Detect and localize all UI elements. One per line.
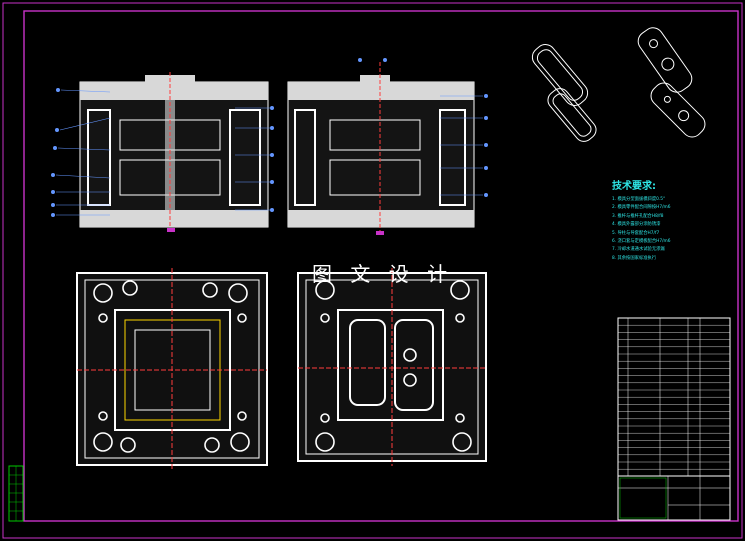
plan-view-left-holes — [93, 280, 250, 453]
leader-line-left — [57, 147, 111, 151]
plan-view-right — [297, 268, 487, 466]
leader-dot-right — [484, 193, 488, 197]
leader-dot-mid — [270, 106, 274, 110]
leader-dot-mid — [270, 153, 274, 157]
product-sketch — [531, 27, 706, 142]
leader-dot-left — [51, 190, 55, 194]
leader-dot-left — [53, 146, 57, 150]
leader-dot-mid — [270, 208, 274, 212]
note-line-2: 2. 模具零件配合间隙按H7/m6 — [612, 205, 671, 211]
leader-dot-left — [51, 203, 55, 207]
leader-dot-left — [56, 88, 60, 92]
leader-lines — [51, 58, 488, 217]
leader-line-left — [55, 174, 111, 179]
inner-border — [23, 10, 739, 522]
leader-dot-right — [484, 116, 488, 120]
leader-dot-top — [383, 58, 387, 62]
section-view-right — [287, 62, 475, 236]
plan-view-right-holes — [315, 280, 472, 452]
section-view-left — [79, 72, 269, 232]
note-line-6: 6. 浇口套与定模板配合H7/m6 — [612, 239, 671, 245]
plan-view-left — [76, 268, 268, 470]
note-line-8: 8. 其余按国家标准执行 — [612, 255, 657, 261]
leader-dot-top — [358, 58, 362, 62]
note-line-5: 5. 导柱与导套配合H7/f7 — [612, 230, 660, 236]
note-line-3: 3. 推杆与推杆孔配合H8/f8 — [612, 213, 664, 219]
note-line-4: 4. 模具外露部分涂防锈漆 — [612, 222, 661, 228]
revision-strip — [8, 465, 24, 522]
leader-line-left — [60, 89, 111, 93]
leader-dot-left — [55, 128, 59, 132]
leader-dot-mid — [270, 180, 274, 184]
leader-dot-right — [484, 143, 488, 147]
leader-dot-right — [484, 94, 488, 98]
note-line-1: 1. 模具分型面拔模斜度0.5° — [612, 197, 666, 202]
bom-rows — [618, 325, 730, 470]
leader-line-left — [59, 117, 111, 131]
leader-dot-mid — [270, 126, 274, 130]
title-block — [617, 475, 731, 521]
notes-title: 技术要求: — [612, 181, 656, 192]
technical-notes: 技术要求: 1. 模具分型面拔模斜度0.5° 2. 模具零件配合间隙按H7/m6… — [612, 177, 740, 263]
watermark: 图 文 设 计 — [312, 262, 454, 286]
leader-dot-left — [51, 213, 55, 217]
leader-dot-right — [484, 166, 488, 170]
note-line-7: 7. 冷却水道通水试验无渗漏 — [612, 247, 665, 253]
leader-dot-left — [51, 173, 55, 177]
